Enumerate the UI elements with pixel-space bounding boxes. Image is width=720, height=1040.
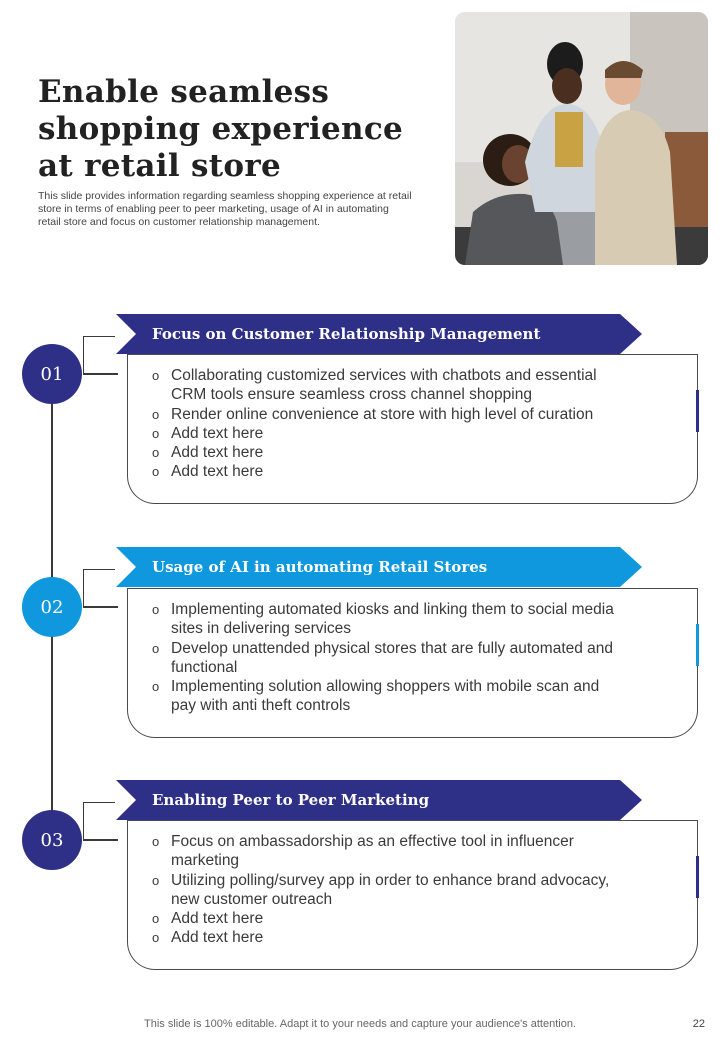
card-accent bbox=[695, 856, 699, 898]
list-item: Collaborating customized services with c… bbox=[150, 366, 620, 405]
section-card-03: Focus on ambassadorship as an effective … bbox=[127, 820, 699, 970]
list-item: Utilizing polling/survey app in order to… bbox=[150, 871, 620, 910]
page-title: Enable seamless shopping experience at r… bbox=[38, 74, 404, 184]
step-badge-01: 01 bbox=[22, 344, 82, 404]
list-item: Render online convenience at store with … bbox=[150, 405, 620, 425]
connector-01 bbox=[83, 336, 115, 374]
page-number: 22 bbox=[692, 1018, 705, 1030]
bullet-list: Implementing automated kiosks and linkin… bbox=[128, 588, 697, 716]
section-card-02: Implementing automated kiosks and linkin… bbox=[127, 588, 699, 738]
list-item: Develop unattended physical stores that … bbox=[150, 639, 620, 678]
list-item: Add text here bbox=[150, 462, 620, 482]
list-item: Add text here bbox=[150, 424, 620, 444]
section-heading-02: Usage of AI in automating Retail Stores bbox=[116, 547, 642, 587]
connector-02 bbox=[83, 569, 115, 607]
connector-03 bbox=[83, 802, 115, 840]
list-item: Add text here bbox=[150, 443, 620, 463]
list-item: Focus on ambassadorship as an effective … bbox=[150, 832, 620, 871]
section-heading-01: Focus on Customer Relationship Managemen… bbox=[116, 314, 642, 354]
connector-line-01 bbox=[83, 373, 118, 375]
card-accent bbox=[695, 390, 699, 432]
list-item: Add text here bbox=[150, 909, 620, 929]
bullet-list: Collaborating customized services with c… bbox=[128, 354, 697, 482]
section-card-01: Collaborating customized services with c… bbox=[127, 354, 699, 504]
connector-line-03 bbox=[83, 839, 118, 841]
card-accent bbox=[695, 624, 699, 666]
step-badge-02: 02 bbox=[22, 577, 82, 637]
bullet-list: Focus on ambassadorship as an effective … bbox=[128, 820, 697, 948]
list-item: Implementing automated kiosks and linkin… bbox=[150, 600, 620, 639]
step-badge-03: 03 bbox=[22, 810, 82, 870]
section-heading-03: Enabling Peer to Peer Marketing bbox=[116, 780, 642, 820]
page-subtitle: This slide provides information regardin… bbox=[38, 190, 412, 228]
connector-line-02 bbox=[83, 606, 118, 608]
footer-note: This slide is 100% editable. Adapt it to… bbox=[144, 1018, 576, 1030]
list-item: Add text here bbox=[150, 928, 620, 948]
team-photo bbox=[455, 12, 708, 265]
list-item: Implementing solution allowing shoppers … bbox=[150, 677, 620, 716]
